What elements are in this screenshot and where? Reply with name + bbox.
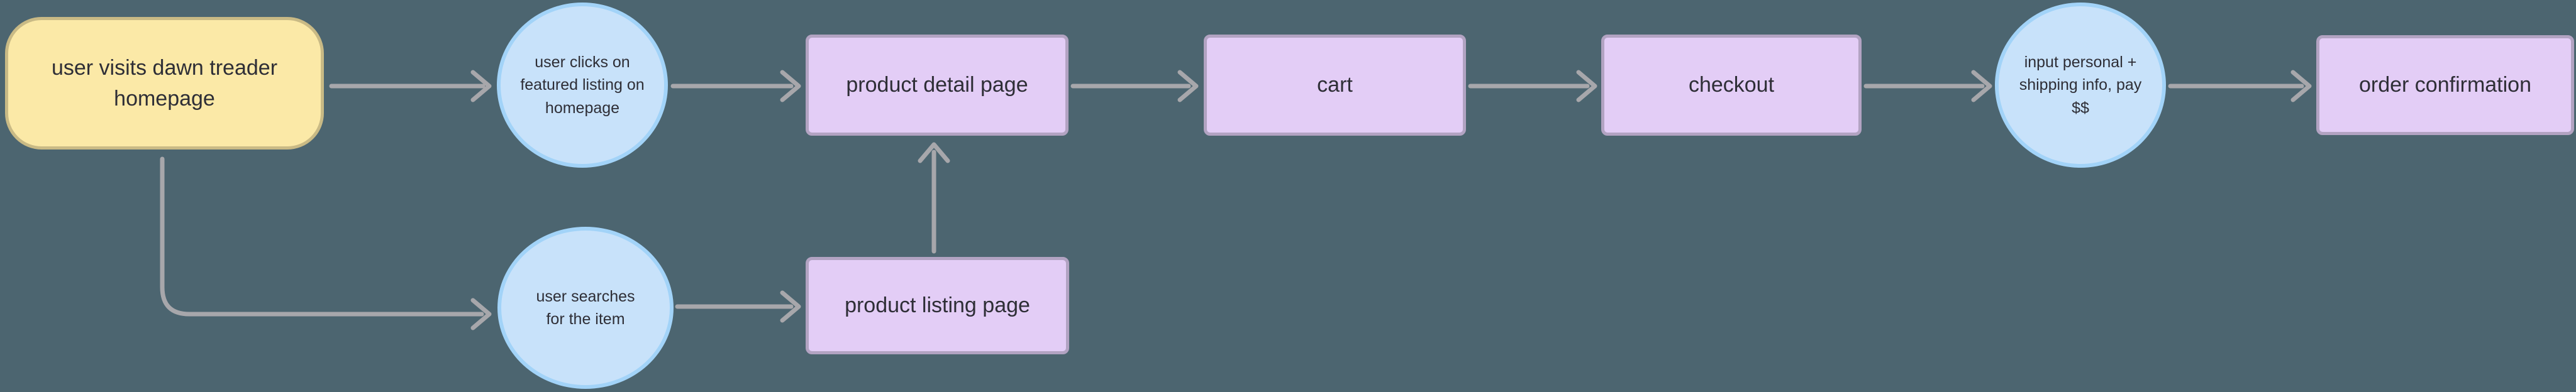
- node-cart[interactable]: cart: [1204, 35, 1466, 136]
- arrow-featured-to-product-detail[interactable]: [670, 70, 801, 102]
- node-product-detail-page-label: product detail page: [846, 72, 1028, 97]
- arrow-start-to-search-elbow[interactable]: [160, 156, 492, 330]
- node-input-payment-info-label: input personal + shipping info, pay $$: [2019, 53, 2142, 117]
- node-product-listing-page[interactable]: product listing page: [806, 257, 1069, 354]
- node-product-detail-page[interactable]: product detail page: [806, 35, 1069, 136]
- arrow-payment-to-order-confirmation[interactable]: [2168, 70, 2312, 102]
- node-click-featured-listing[interactable]: user clicks on featured listing on homep…: [497, 3, 668, 168]
- arrow-product-listing-to-product-detail[interactable]: [918, 142, 950, 254]
- node-user-searches-item[interactable]: user searches for the item: [497, 227, 674, 389]
- node-start-homepage[interactable]: user visits dawn treader homepage: [5, 17, 324, 150]
- node-checkout-label: checkout: [1688, 72, 1775, 97]
- arrow-product-detail-to-cart[interactable]: [1070, 70, 1199, 102]
- node-order-confirmation[interactable]: order confirmation: [2316, 35, 2574, 135]
- node-product-listing-page-label: product listing page: [845, 293, 1030, 317]
- node-user-searches-item-label: user searches for the item: [536, 287, 635, 328]
- arrow-start-to-featured[interactable]: [329, 70, 492, 102]
- node-order-confirmation-label: order confirmation: [2358, 72, 2531, 97]
- node-checkout[interactable]: checkout: [1601, 35, 1862, 136]
- arrow-cart-to-checkout[interactable]: [1468, 70, 1597, 102]
- node-cart-label: cart: [1317, 72, 1353, 97]
- node-start-homepage-label: user visits dawn treader homepage: [51, 56, 278, 111]
- arrow-checkout-to-payment[interactable]: [1863, 70, 1992, 102]
- node-input-payment-info[interactable]: input personal + shipping info, pay $$: [1995, 3, 2166, 168]
- arrow-search-to-product-listing[interactable]: [675, 290, 801, 323]
- node-click-featured-listing-label: user clicks on featured listing on homep…: [520, 53, 645, 117]
